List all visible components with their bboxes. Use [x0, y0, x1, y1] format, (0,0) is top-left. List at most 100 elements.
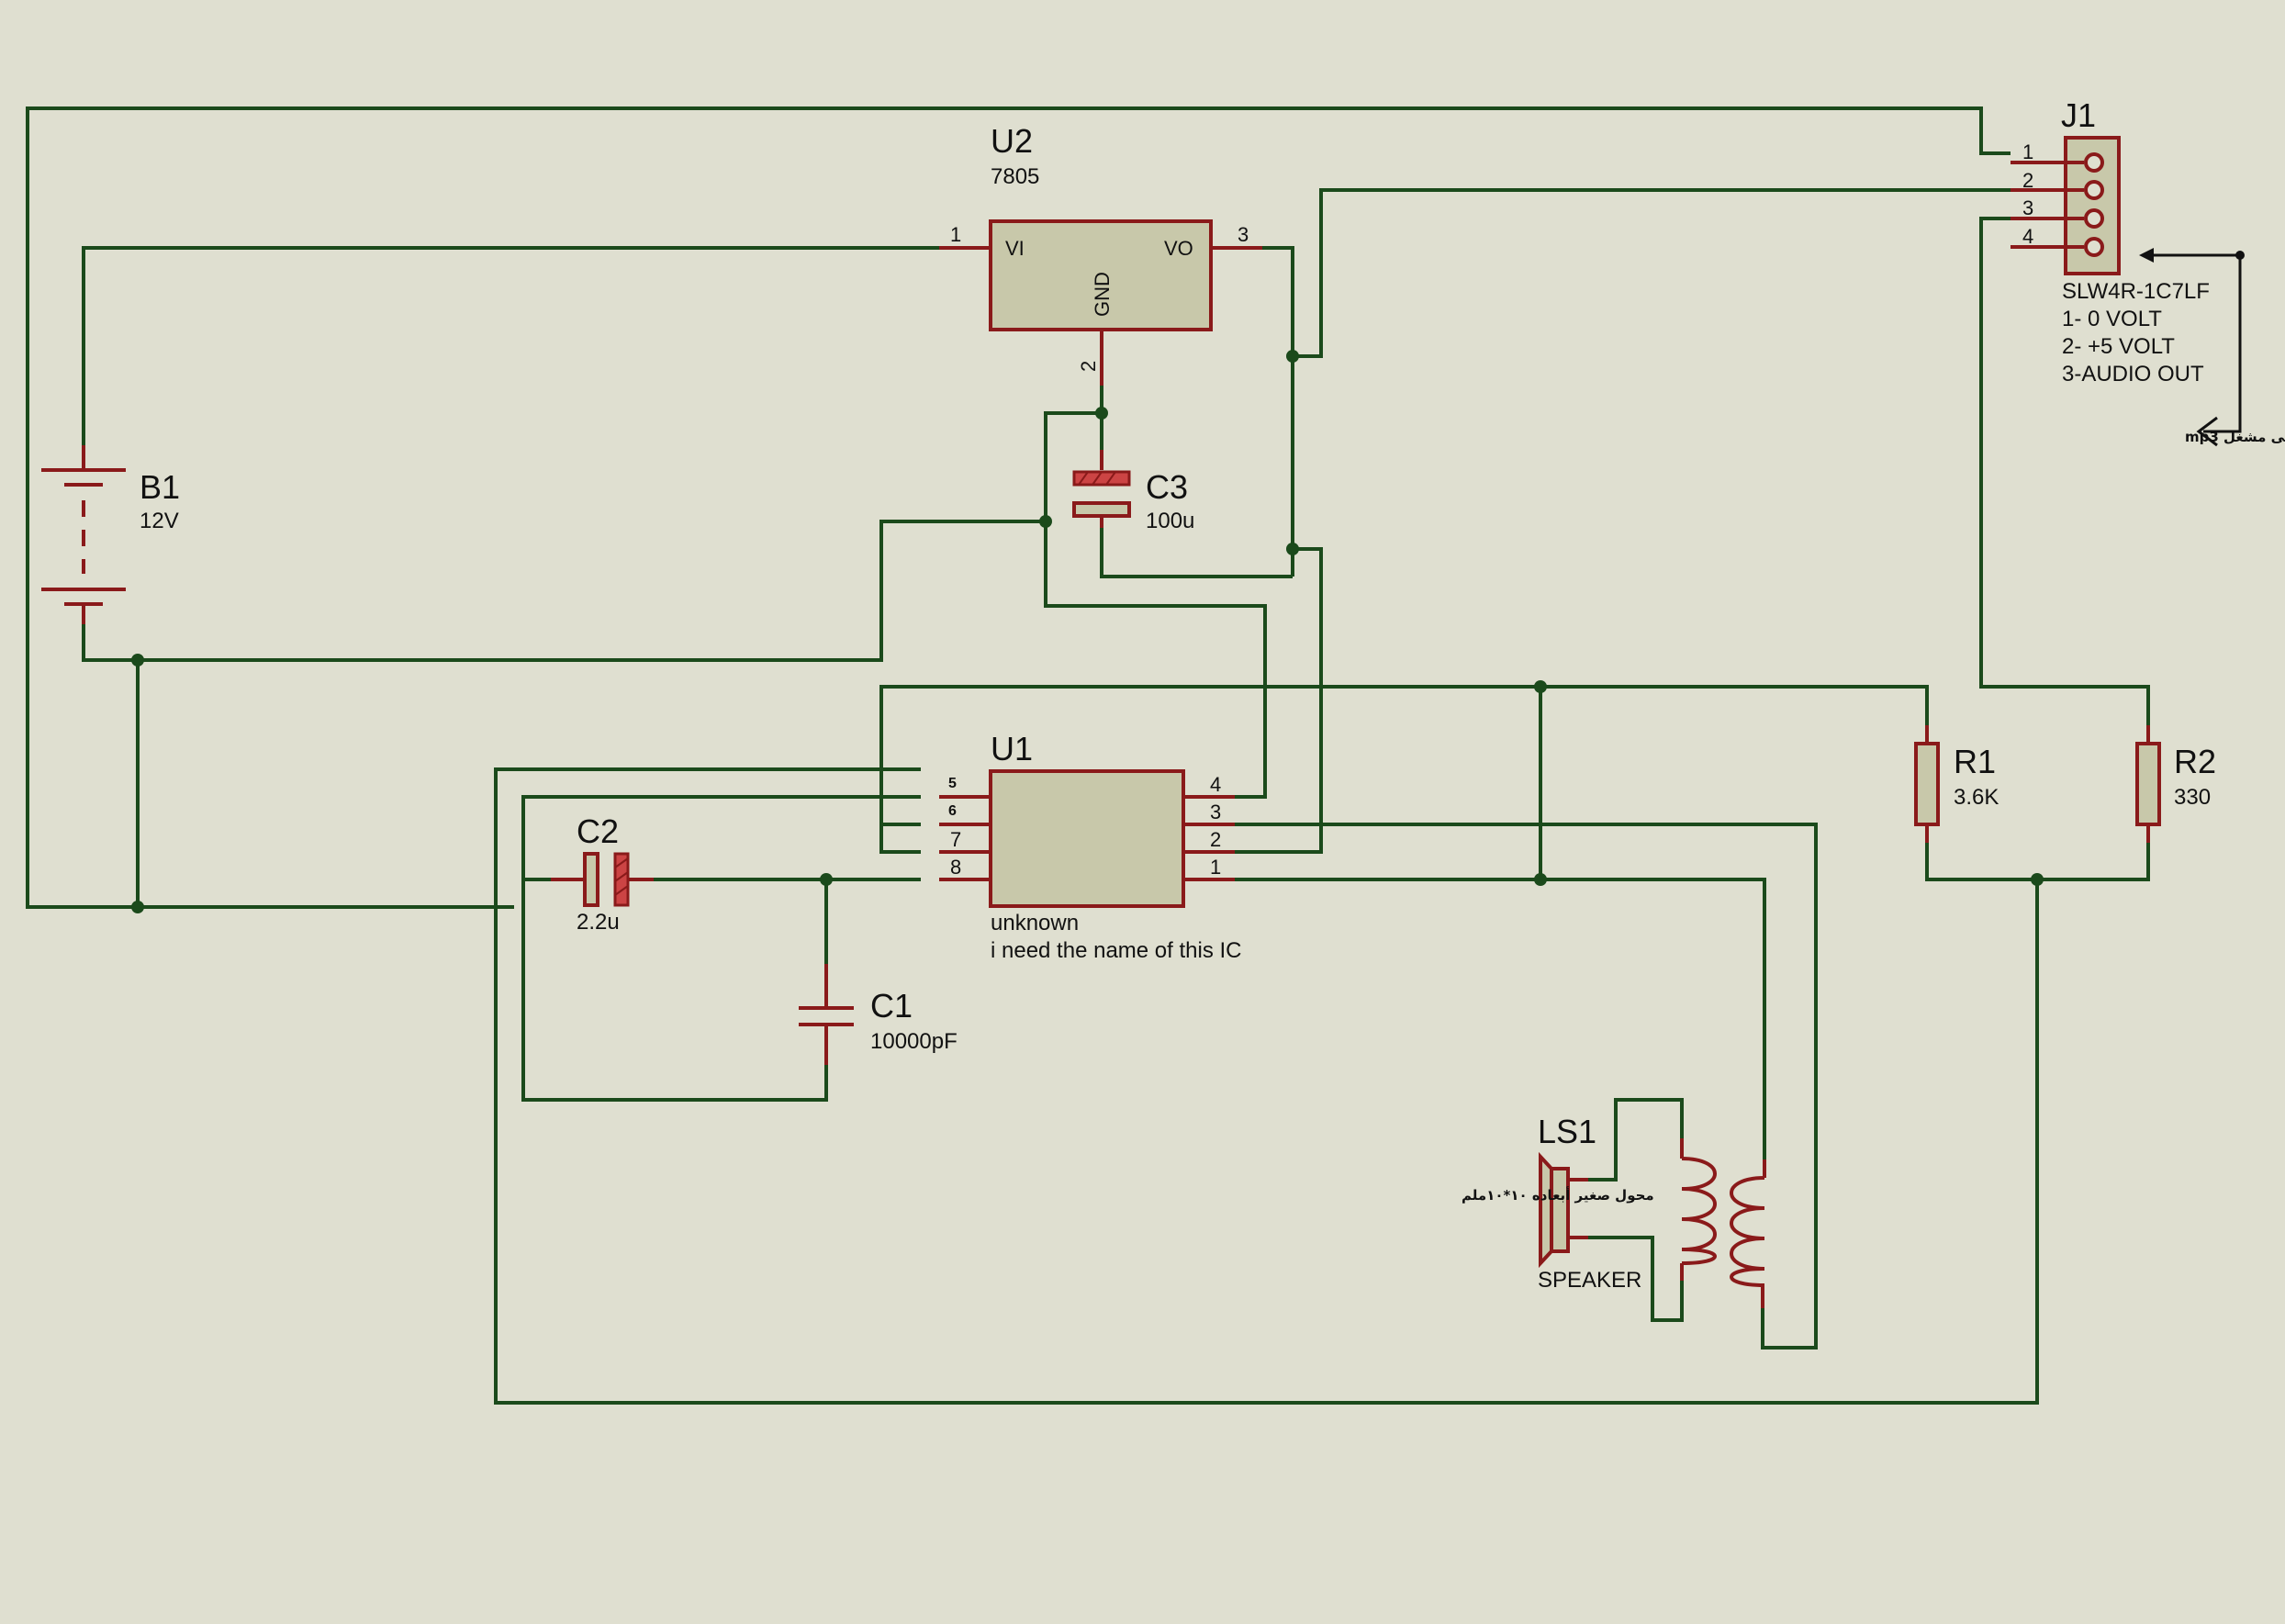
u1-pin-left: 7 — [950, 828, 961, 851]
wire-speaker-bottom — [1588, 1236, 1684, 1322]
junction-dot — [1286, 350, 1299, 363]
r2-body — [2135, 742, 2161, 826]
junctions — [131, 350, 2044, 913]
u1-body — [989, 769, 1185, 908]
u1-pin-right: 1 — [1210, 856, 1221, 879]
wire-vo-to-u1-pin2 — [1214, 547, 1323, 854]
resistor-r2: R2 330 — [2135, 725, 2216, 843]
j1-pin-socket — [2084, 237, 2104, 257]
u1-pin-right: 4 — [1210, 773, 1221, 796]
speaker-ls1: LS1 SPEAKER — [1538, 1113, 1641, 1293]
wire-gnd-node — [1044, 411, 1267, 799]
u2-pin2-number: 2 — [1077, 361, 1100, 372]
u2-pin-gnd: GND — [1091, 272, 1114, 317]
c2-value-label: 2.2u — [577, 910, 620, 935]
mp3-arrow-head-icon — [2196, 416, 2218, 447]
c3-value-label: 100u — [1146, 509, 1194, 533]
wire-r2-to-j1-pin3 — [1979, 217, 2150, 744]
j1-note-line: 3-AUDIO OUT — [2062, 362, 2204, 386]
u2-pin1-number: 1 — [950, 223, 961, 246]
c1-value-label: 10000pF — [870, 1029, 958, 1054]
wire-ground-node-left — [138, 520, 1046, 662]
wire-u1-pin7 — [879, 687, 921, 854]
junction-dot — [1039, 515, 1052, 528]
junction-dot — [1286, 543, 1299, 555]
capacitor-c2: C2 2.2u — [551, 812, 654, 935]
j1-pin-number: 1 — [2022, 140, 2033, 163]
wire-vo-to-j1-pin2 — [1293, 188, 2011, 358]
u1-pin-left: 6 — [948, 803, 957, 819]
r2-ref-label: R2 — [2174, 743, 2216, 780]
junction-dot — [1095, 407, 1108, 420]
junction-dot — [2031, 873, 2044, 886]
u1-value-label: unknown — [991, 911, 1079, 935]
ls1-value-label: SPEAKER — [1538, 1268, 1641, 1293]
u2-pin-vo: VO — [1164, 237, 1193, 260]
u1-pin-left: 8 — [950, 856, 961, 879]
ls1-ref-label: LS1 — [1538, 1113, 1596, 1150]
j1-pin-number: 2 — [2022, 169, 2033, 192]
transformer: محول صغير أبعاده ١٠*١٠ملم — [1462, 1138, 1766, 1308]
wire-battery-bottom — [82, 613, 138, 662]
junction-dot — [820, 873, 833, 886]
r2-value-label: 330 — [2174, 785, 2211, 810]
capacitor-c3: C3 100u — [1072, 450, 1194, 533]
u2-pin3-number: 3 — [1238, 223, 1249, 246]
mp3-arrow-dot — [2235, 251, 2245, 260]
j1-pin-socket — [2084, 152, 2104, 173]
wire-r1-r2-bottom — [1925, 824, 2150, 881]
j1-ref-label: J1 — [2061, 96, 2096, 134]
battery-b1: B1 12V — [41, 445, 180, 624]
r1-ref-label: R1 — [1954, 743, 1996, 780]
regulator-u2: U2 7805 VI VO GND 1 3 2 — [939, 122, 1262, 386]
junction-dot — [131, 901, 144, 913]
junction-dot — [1534, 680, 1547, 693]
junction-dot — [131, 654, 144, 666]
u1-pin-right: 2 — [1210, 828, 1221, 851]
wire-u1-pin3-transformer — [1214, 823, 1818, 1350]
j1-pin-number: 3 — [2022, 196, 2033, 219]
b1-value-label: 12V — [140, 509, 179, 533]
c1-ref-label: C1 — [870, 987, 913, 1025]
ls1-magnet — [1550, 1167, 1570, 1253]
r1-body — [1914, 742, 1940, 826]
capacitor-c1: C1 10000pF — [799, 964, 958, 1065]
mp3-player-label: الى مشغل mp3 — [2185, 429, 2285, 445]
u1-ref-label: U1 — [991, 730, 1033, 767]
j1-pin-socket — [2084, 180, 2104, 200]
u2-body — [989, 219, 1213, 331]
mp3-arrow-tip-icon — [2139, 248, 2154, 263]
c3-plate-negative — [1072, 501, 1131, 518]
c2-plate-negative — [583, 852, 599, 907]
wire-u1-pin1-transformer — [1214, 878, 1766, 1159]
speaker-icon — [1539, 1151, 1553, 1269]
transformer-note-label: محول صغير أبعاده ١٠*١٠ملم — [1462, 1186, 1654, 1204]
u1-pin-left: 5 — [948, 776, 957, 791]
j1-note-line: 1- 0 VOLT — [2062, 307, 2162, 331]
j1-pin-number: 4 — [2022, 225, 2033, 248]
wire-vo-rail — [1214, 246, 1294, 577]
c3-ref-label: C3 — [1146, 468, 1188, 506]
transformer-primary-coil-icon — [1681, 1157, 1717, 1265]
wire-c2-left-loop — [521, 795, 921, 881]
mp3-arrow-line — [2203, 255, 2242, 433]
u2-pin-vi: VI — [1005, 237, 1025, 260]
u1-pin-right: 3 — [1210, 801, 1221, 823]
j1-note-line: 2- +5 VOLT — [2062, 334, 2175, 359]
u1-note-label: i need the name of this IC — [991, 938, 1242, 963]
connector-j1: J1 1 2 3 4 SLW4R-1C7LF 1- 0 VOLT 2- +5 V… — [2011, 96, 2285, 447]
wire-j1-pin1-ground-loop — [26, 106, 2011, 909]
j1-pin-socket — [2084, 208, 2104, 229]
j1-part-label: SLW4R-1C7LF — [2062, 279, 2210, 304]
u2-value-label: 7805 — [991, 164, 1039, 189]
b1-ref-label: B1 — [140, 468, 180, 506]
wire-c1-bottom — [521, 879, 828, 1102]
transformer-secondary-coil-icon — [1730, 1176, 1765, 1287]
junction-dot — [1534, 873, 1547, 886]
resistor-r1: R1 3.6K — [1914, 725, 1999, 843]
wire-speaker-top — [1588, 1098, 1684, 1182]
wire-bottom-loop — [494, 767, 2039, 1405]
u2-ref-label: U2 — [991, 122, 1033, 160]
r1-value-label: 3.6K — [1954, 785, 1999, 810]
